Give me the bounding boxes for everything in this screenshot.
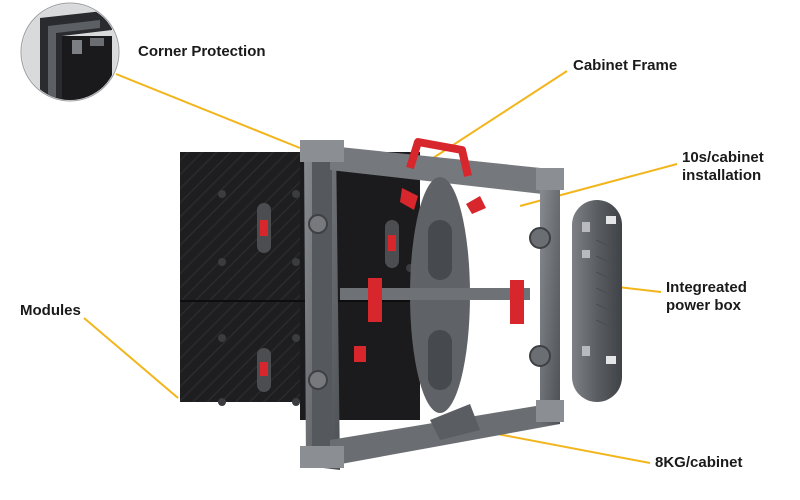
- installation-time-label: 10s/cabinet installation: [682, 149, 764, 185]
- cabinet-frame: [300, 138, 564, 470]
- module-bottom: [180, 302, 304, 402]
- installation-line-1: 10s/cabinet: [682, 149, 764, 166]
- power-box-label: Integreated power box: [666, 279, 747, 315]
- leader-modules: [83, 317, 179, 399]
- modules-label: Modules: [20, 302, 81, 319]
- power-box: [572, 200, 622, 402]
- module-top: [180, 152, 304, 300]
- installation-line-2: installation: [682, 167, 762, 184]
- leader-corner: [115, 73, 301, 149]
- cabinet-frame-label: Cabinet Frame: [573, 57, 678, 74]
- power-line-1: Integreated: [666, 279, 747, 296]
- corner-protection-label: Corner Protection: [138, 43, 266, 60]
- leader-power: [617, 286, 662, 293]
- weight-label: 8KG/cabinet: [655, 454, 743, 471]
- corner-protection-inset: [20, 2, 120, 102]
- power-line-2: power box: [666, 297, 742, 314]
- led-modules: [180, 152, 420, 420]
